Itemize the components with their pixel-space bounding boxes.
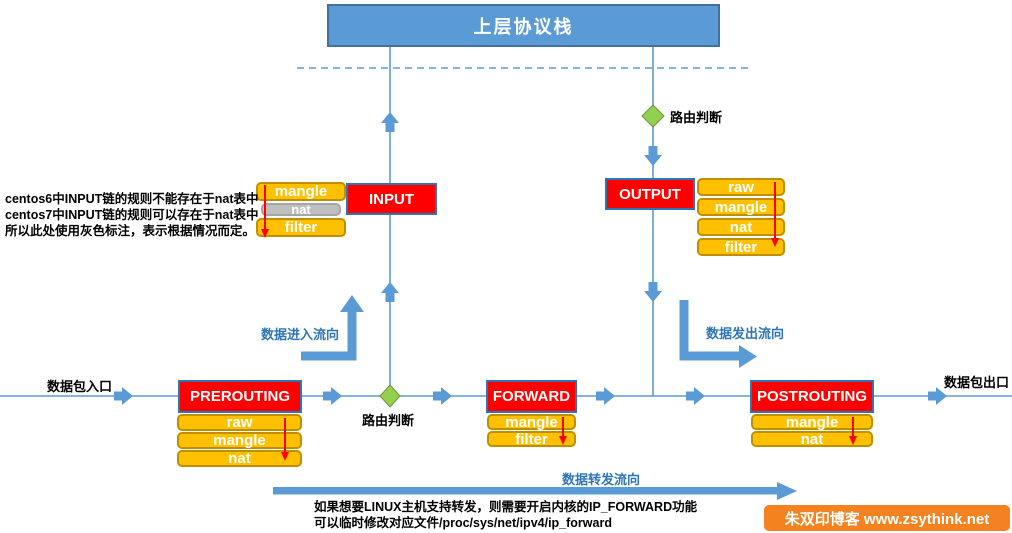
centos-nat-note-line1: centos6中INPUT链的规则不能存在于nat表中 (5, 192, 259, 206)
centos-nat-note-line2: centos7中INPUT链的规则可以存在于nat表中 (5, 208, 259, 222)
flow-forward-arrowhead-icon (777, 482, 797, 500)
table-row-nat: nat (697, 218, 785, 236)
up-arrow-icon (381, 112, 399, 132)
routing-decision-label-top: 路由判断 (670, 110, 723, 125)
packet-in-label: 数据包入口 (47, 379, 113, 394)
watermark-text: 朱双印博客 www.zsythink.net (784, 510, 990, 528)
chain-label-postrouting: POSTROUTING (756, 388, 867, 405)
table-row-mangle: mangle (751, 414, 873, 430)
right-arrow-icon (433, 387, 452, 405)
chain-box-forward: FORWARD (486, 380, 577, 413)
table-row-nat: nat (261, 203, 341, 216)
right-arrow-icon (323, 387, 342, 405)
chain-box-output: OUTPUT (605, 178, 695, 210)
table-stack-prerouting: raw mangle nat (177, 414, 302, 467)
chain-label-input: INPUT (369, 190, 414, 208)
flow-forward-label: 数据转发流向 (562, 472, 641, 487)
table-row-mangle: mangle (177, 432, 302, 449)
ip-forward-note: 如果想要LINUX主机支持转发，则需要开启内核的IP_FORWARD功能 可以临… (314, 499, 697, 531)
table-row-mangle: mangle (697, 198, 785, 216)
flow-in-arrowhead-icon (340, 295, 364, 312)
packet-out-label: 数据包出口 (944, 375, 1010, 390)
table-row-raw: raw (177, 414, 302, 431)
chain-box-postrouting: POSTROUTING (750, 380, 874, 413)
table-stack-forward: mangle filter (487, 414, 576, 447)
table-row-nat: nat (751, 431, 873, 447)
table-row-mangle: mangle (487, 414, 576, 430)
centos-nat-note: centos6中INPUT链的规则不能存在于nat表中 centos7中INPU… (5, 191, 259, 239)
protocol-stack-title: 上层协议栈 (473, 16, 574, 37)
centos-nat-note-line3: 所以此处使用灰色标注，表示根据情况而定。 (5, 224, 256, 238)
table-row-filter: filter (697, 238, 785, 256)
table-stack-output: raw mangle nat filter (697, 178, 785, 256)
down-arrow-icon (644, 282, 662, 302)
ip-forward-note-line1: 如果想要LINUX主机支持转发，则需要开启内核的IP_FORWARD功能 (314, 500, 698, 514)
chain-label-output: OUTPUT (619, 185, 681, 203)
table-row-filter: filter (256, 218, 346, 237)
flow-out-arrowhead-icon (739, 345, 757, 368)
table-row-mangle: mangle (256, 182, 346, 201)
flow-out-label: 数据发出流向 (706, 326, 785, 341)
ip-forward-note-line2: 可以临时修改对应文件/proc/sys/net/ipv4/ip_forward (314, 516, 612, 530)
table-row-filter: filter (487, 431, 576, 447)
chain-label-prerouting: PREROUTING (189, 388, 290, 405)
chain-label-forward: FORWARD (492, 388, 571, 405)
right-arrow-icon (114, 387, 133, 405)
watermark-badge: 朱双印博客 www.zsythink.net (764, 505, 1010, 531)
routing-decision-label-mid: 路由判断 (362, 413, 415, 428)
flow-forward-arrow-shaft (273, 487, 777, 495)
chain-box-input: INPUT (346, 183, 437, 215)
routing-decision-diamond-mid (379, 384, 401, 408)
table-stack-postrouting: mangle nat (751, 414, 873, 447)
chain-box-prerouting: PREROUTING (178, 380, 302, 413)
right-arrow-icon (596, 387, 615, 405)
flow-in-label: 数据进入流向 (261, 327, 340, 342)
table-row-raw: raw (697, 178, 785, 196)
right-arrow-icon (686, 387, 705, 405)
up-arrow-icon (381, 282, 399, 302)
table-row-nat: nat (177, 450, 302, 467)
routing-decision-diamond-top (641, 104, 665, 128)
protocol-stack-box: 上层协议栈 (327, 4, 720, 47)
down-arrow-icon (644, 146, 662, 166)
table-stack-input: mangle nat filter (256, 182, 346, 237)
